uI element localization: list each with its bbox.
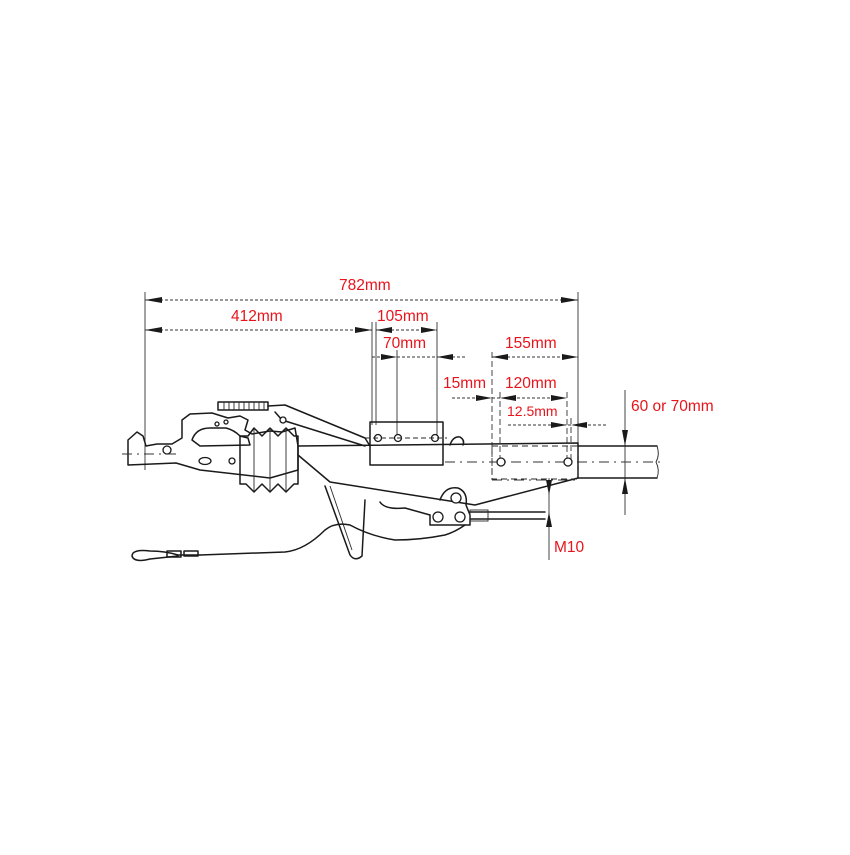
dimension-rear-hole-offset: 15mm xyxy=(443,375,487,392)
dimension-drawbar-size: 60 or 70mm xyxy=(631,398,714,415)
dimension-bracket-hole-spacing: 70mm xyxy=(383,335,427,352)
coupling-head xyxy=(122,401,371,479)
dimension-bracket-width: 105mm xyxy=(377,308,429,325)
dimension-lines xyxy=(145,297,628,527)
dimension-coupling-to-bracket: 412mm xyxy=(231,308,283,325)
dimension-rear-section-length: 155mm xyxy=(505,335,557,352)
dimension-bolt-size: M10 xyxy=(554,539,585,556)
coupling-housing xyxy=(297,421,579,506)
drawbar-tube xyxy=(445,445,662,481)
brake-linkage xyxy=(379,487,546,526)
support-leg xyxy=(324,485,366,560)
dimension-rear-hole-spacing: 120mm xyxy=(505,375,557,392)
breakaway-cable xyxy=(131,523,466,562)
rubber-bellows xyxy=(239,427,299,493)
dimension-overall-length: 782mm xyxy=(339,277,391,294)
dimension-end-offset: 12.5mm xyxy=(507,403,558,419)
